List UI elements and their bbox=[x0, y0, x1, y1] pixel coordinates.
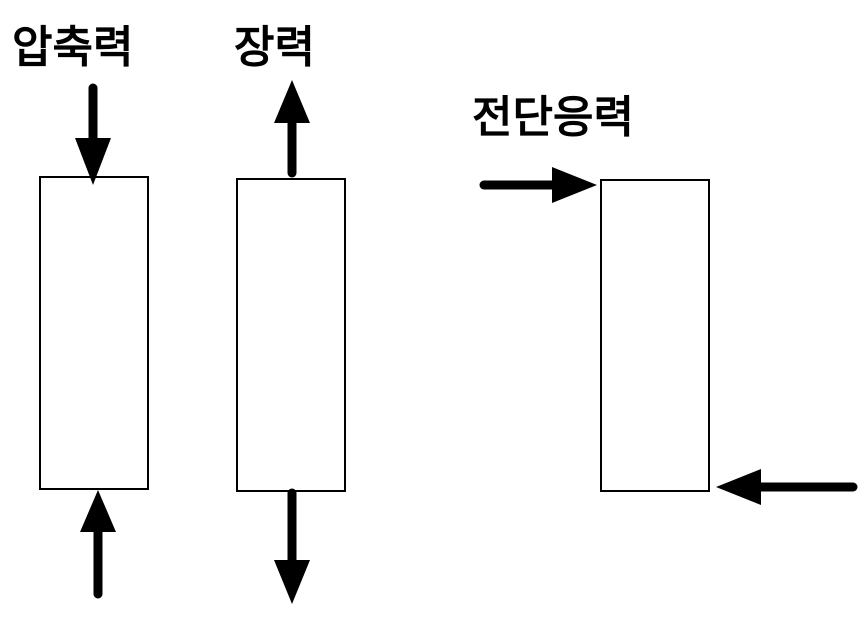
compression-group bbox=[39, 83, 149, 599]
tension-arrow-bottom bbox=[274, 488, 310, 604]
tension-block bbox=[236, 178, 346, 492]
shear-block bbox=[600, 179, 710, 492]
compression-label: 압축력 bbox=[12, 22, 133, 73]
shear-arrow-top bbox=[479, 167, 597, 203]
shear-arrow-bottom bbox=[716, 469, 858, 505]
compression-arrow-top bbox=[75, 83, 111, 185]
tension-label: 장력 bbox=[234, 22, 315, 73]
shear-group bbox=[479, 167, 858, 505]
tension-arrow-top bbox=[274, 80, 310, 178]
compression-block bbox=[39, 176, 149, 490]
tension-group bbox=[236, 80, 346, 604]
shear-label: 전단응력 bbox=[472, 92, 634, 143]
compression-arrow-bottom bbox=[80, 490, 116, 599]
